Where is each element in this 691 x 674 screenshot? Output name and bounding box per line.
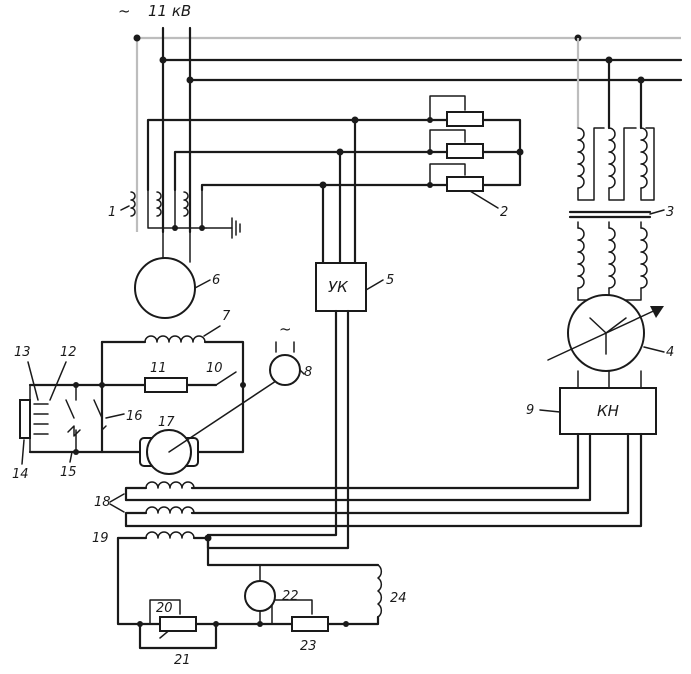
label-23: 23 bbox=[300, 639, 317, 654]
label-12: 12 bbox=[60, 345, 77, 360]
label-20: 20 bbox=[156, 601, 173, 616]
label-13: 13 bbox=[14, 345, 31, 360]
label-15: 15 bbox=[60, 465, 77, 480]
label-22: 22 bbox=[282, 589, 299, 604]
label-9: 9 bbox=[526, 403, 534, 418]
windings-18-19: 18 19 bbox=[92, 481, 210, 546]
kn-label: КН bbox=[597, 402, 619, 420]
label-18: 18 bbox=[94, 495, 111, 510]
label-5: 5 bbox=[386, 273, 394, 288]
label-3: 3 bbox=[666, 205, 674, 220]
label-19: 19 bbox=[92, 531, 109, 546]
label-21: 21 bbox=[174, 653, 191, 668]
ac-symbol: ~ bbox=[279, 320, 292, 338]
label-11: 11 bbox=[150, 361, 167, 376]
label-17: 17 bbox=[158, 415, 175, 430]
excitation-circuit: 20 21 22 23 24 bbox=[116, 536, 407, 668]
supply-voltage-label: 11 кВ bbox=[148, 2, 191, 20]
label-4: 4 bbox=[666, 345, 674, 360]
label-2: 2 bbox=[500, 205, 508, 220]
supply-tilde: ~ bbox=[118, 2, 131, 20]
machine-4: 4 bbox=[547, 287, 674, 389]
label-10: 10 bbox=[206, 361, 223, 376]
kn-block-9: КН 9 bbox=[124, 387, 657, 528]
meter-6: 6 bbox=[134, 231, 220, 319]
control-circuit: 7 11 10 16 15 13 12 14 bbox=[12, 309, 312, 482]
transformer-3: 3 bbox=[568, 38, 674, 289]
label-24: 24 bbox=[390, 591, 407, 606]
rheostats-2: 2 bbox=[427, 95, 524, 220]
label-6: 6 bbox=[212, 273, 220, 288]
current-transformers-1: 1 bbox=[108, 189, 241, 239]
label-1: 1 bbox=[108, 205, 116, 220]
supply-bus: ~ 11 кВ bbox=[118, 2, 683, 234]
uk-label: УК bbox=[328, 278, 349, 296]
label-8: 8 bbox=[304, 365, 312, 380]
label-7: 7 bbox=[222, 309, 231, 324]
label-16: 16 bbox=[126, 409, 143, 424]
label-14: 14 bbox=[12, 467, 29, 482]
